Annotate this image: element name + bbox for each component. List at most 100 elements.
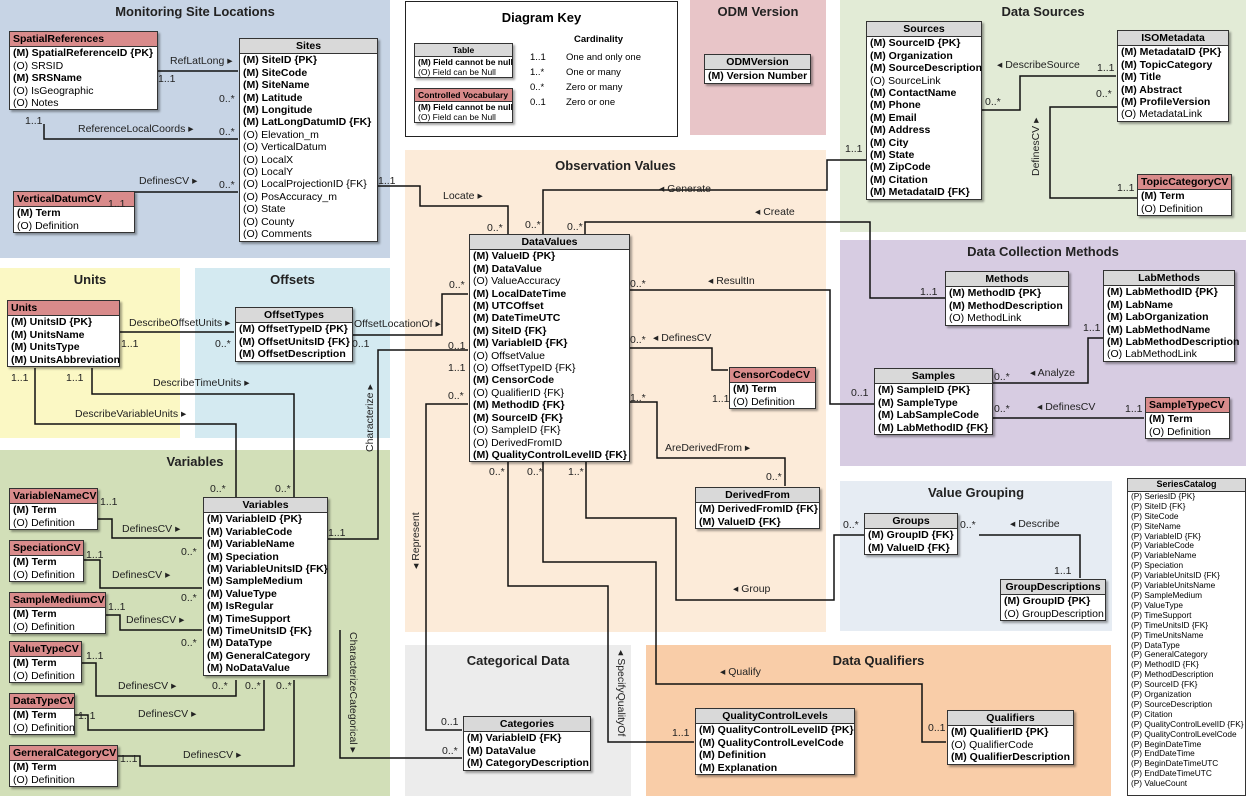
entity-field: (M) QualityControlLevelCode — [699, 736, 844, 749]
line-specifyqualityof — [507, 462, 694, 743]
series-catalog-field: (P) BeginDateTime — [1131, 738, 1202, 749]
line-qualify — [542, 462, 946, 743]
rel-create: ◂ Create — [755, 206, 795, 218]
entity-field: (O) Definition — [13, 721, 75, 734]
line-locate — [376, 185, 509, 234]
entity-field: (M) MethodDescription — [949, 299, 1063, 312]
entity-variablenamecv[interactable]: VariableNameCV(M) Term(O) Definition — [9, 488, 98, 531]
cardinality-label: 1..1 — [1083, 322, 1101, 334]
line-characterizecategorical — [339, 630, 462, 759]
entity-title: GerneralCategoryCV — [10, 746, 117, 762]
entity-datavalues[interactable]: DataValues(M) ValueID {PK}(M) DataValue(… — [469, 234, 630, 463]
line-topic — [1049, 106, 1137, 199]
entity-title: TopicCategoryCV — [1138, 175, 1231, 191]
entity-sites[interactable]: Sites(M) SiteID {PK}(M) SiteCode(M) Site… — [239, 38, 378, 242]
entity-isometadata[interactable]: ISOMetadata(M) MetadataID {PK}(M) TopicC… — [1117, 30, 1229, 122]
entity-title: ISOMetadata — [1118, 31, 1228, 47]
rel-offsetlocationof: OffsetLocationOf ▸ — [354, 318, 441, 330]
cardinality-label: 0..* — [219, 126, 235, 138]
entity-samples[interactable]: Samples(M) SampleID {PK}(M) SampleType(M… — [874, 368, 993, 436]
entity-labmethods[interactable]: LabMethods(M) LabMethodID {PK}(M) LabNam… — [1103, 270, 1239, 362]
entity-qualifiers[interactable]: Qualifiers(M) QualifierID {PK}(O) Qualif… — [947, 710, 1074, 765]
entity-units[interactable]: Units(M) UnitsID {PK}(M) UnitsName(M) Un… — [7, 300, 120, 368]
rel-describevariableunits: DescribeVariableUnits ▸ — [75, 408, 187, 420]
entity-groupdescriptions[interactable]: GroupDescriptions(M) GroupID {PK}(O) Gro… — [1000, 579, 1106, 622]
entity-field: (M) Term — [1149, 413, 1193, 426]
series-catalog-field: (P) TimeSupport — [1131, 609, 1192, 620]
key-cv-title: Controlled Vocabulary — [415, 89, 512, 102]
entity-datatypecv[interactable]: DataTypeCV(M) Term(O) Definition — [9, 693, 75, 736]
cardinality-label: 0..1 — [441, 716, 459, 728]
entity-field: (M) GeneralCategory — [207, 649, 311, 662]
entity-field: (O) LocalProjectionID {FK} — [243, 178, 367, 191]
cardinality-label: 0..* — [275, 483, 291, 495]
rel-characterize: Characterize ▸ — [364, 384, 376, 452]
cardinality-label: 1..1 — [86, 650, 104, 662]
series-catalog-field: (P) SampleMedium — [1131, 589, 1203, 600]
line-referencelocalcoords — [43, 124, 238, 140]
region-title: Data Sources — [1001, 4, 1085, 19]
entity-field: (M) NoDataValue — [207, 662, 290, 675]
series-catalog-field: (P) QualityControlLevelID {FK} — [1131, 718, 1244, 729]
entity-variables[interactable]: Variables(M) VariableID {PK}(M) Variable… — [203, 497, 328, 676]
rel-qualify: ◂ Qualify — [720, 666, 761, 678]
entity-field: (M) ValueType — [207, 587, 277, 600]
entity-field: (M) QualifierID {PK} — [951, 726, 1049, 739]
series-catalog-field: (P) MethodID {FK} — [1131, 659, 1199, 670]
line-speciation — [82, 559, 202, 589]
key-field-mandatory: (M) Field cannot be null — [418, 102, 513, 112]
entity-field: (O) Definition — [13, 568, 75, 581]
cardinality-label: 1..1 — [1097, 62, 1115, 74]
rel-definescv-topic: DefinesCV ▸ — [1030, 117, 1042, 176]
entity-title: DerivedFrom — [696, 488, 819, 504]
entity-field: (M) UnitsID {PK} — [11, 316, 93, 329]
entity-speciationcv[interactable]: SpeciationCV(M) Term(O) Definition — [9, 540, 84, 583]
entity-field: (M) LabMethodID {PK} — [1107, 286, 1218, 299]
entity-methods[interactable]: Methods(M) MethodID {PK}(M) MethodDescri… — [945, 271, 1069, 326]
entity-field: (M) SpatialReferenceID {PK} — [13, 47, 154, 60]
entity-sources[interactable]: Sources(M) SourceID {PK}(M) Organization… — [866, 21, 982, 200]
line-describe — [979, 534, 1081, 578]
entity-title: QualityControlLevels — [696, 709, 854, 725]
entity-spatialreferences[interactable]: SpatialReferences(M) SpatialReferenceID … — [9, 31, 158, 111]
entity-field: (M) Speciation — [207, 550, 279, 563]
rel-definescv: DefinesCV ▸ — [139, 175, 198, 187]
entity-valuetypecv[interactable]: ValueTypeCV(M) Term(O) Definition — [9, 641, 82, 684]
series-catalog-field: (P) TimeUnitsID {FK} — [1131, 619, 1208, 630]
series-catalog-field: (P) VariableID {FK} — [1131, 530, 1201, 541]
series-catalog[interactable]: SeriesCatalog(P) SeriesID {PK}(P) SiteID… — [1127, 478, 1246, 796]
entity-title: Groups — [865, 514, 957, 530]
entity-categories[interactable]: Categories(M) VariableID {FK}(M) DataVal… — [463, 716, 591, 771]
entity-field: (M) UTCOffset — [473, 300, 544, 313]
entity-groups[interactable]: Groups(M) GroupID {FK}(M) ValueID {FK} — [864, 513, 958, 556]
region-title: Variables — [166, 454, 224, 469]
series-catalog-field: (P) GeneralCategory — [1131, 649, 1208, 660]
line-create — [584, 221, 945, 299]
entity-derivedfrom[interactable]: DerivedFrom(M) DerivedFromID {FK}(M) Val… — [695, 487, 820, 530]
entity-field: (O) OffsetValue — [473, 349, 545, 362]
cardinality-label: 0..* — [449, 279, 465, 291]
entity-title: Sites — [240, 39, 377, 55]
entity-field: (M) LabMethodName — [1107, 323, 1211, 336]
series-catalog-field: (P) VariableCode — [1131, 540, 1195, 551]
entity-offsettypes[interactable]: OffsetTypes(M) OffsetTypeID {PK}(M) Offs… — [235, 307, 353, 362]
entity-censorcodecv[interactable]: CensorCodeCV(M) Term(O) Definition — [729, 367, 816, 410]
key-title: Diagram Key — [501, 10, 582, 25]
entity-gerneralcategorycv[interactable]: GerneralCategoryCV(M) Term(O) Definition — [9, 745, 118, 788]
entity-topiccategorycv[interactable]: TopicCategoryCV(M) Term(O) Definition — [1137, 174, 1232, 217]
entity-sampletypecv[interactable]: SampleTypeCV(M) Term(O) Definition — [1145, 397, 1230, 440]
region-title: ODM Version — [717, 4, 799, 19]
entity-verticaldatumcv[interactable]: VerticalDatumCV(M) Term(O) Definition — [13, 191, 135, 234]
entity-odmversion[interactable]: ODMVersion(M) Version Number — [704, 54, 811, 84]
entity-field: (O) LocalY — [243, 166, 294, 179]
entity-field: (M) ValueID {PK} — [473, 250, 556, 263]
cardinality-label: 0..1 — [928, 722, 946, 734]
entity-field: (O) QualifierCode — [951, 738, 1034, 751]
entity-field: (M) SourceDescription — [870, 62, 983, 75]
entity-qualitycontrollevels[interactable]: QualityControlLevels (M) QualityControlLe… — [695, 708, 855, 776]
entity-field: (M) Email — [870, 111, 917, 124]
entity-samplemediumcv[interactable]: SampleMediumCV(M) Term(O) Definition — [9, 592, 106, 635]
entity-field: (O) Definition — [17, 219, 79, 232]
rel-definescv-censor: ◂ DefinesCV — [653, 332, 712, 344]
